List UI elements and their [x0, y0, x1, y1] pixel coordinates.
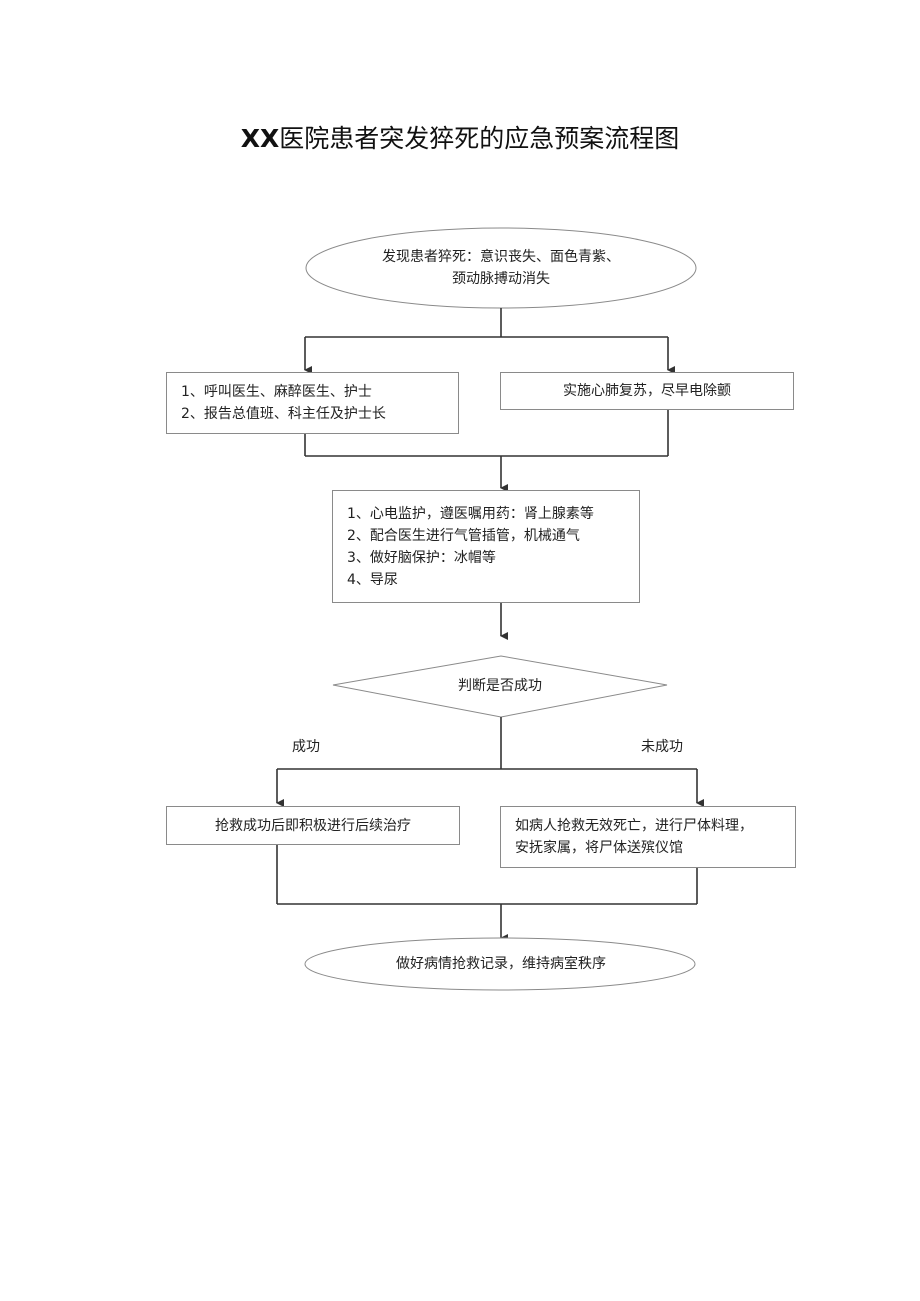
treatment-line-2: 2、配合医生进行气管插管，机械通气 — [347, 527, 580, 544]
failure-box: 如病人抢救无效死亡，进行尸体料理， 安抚家属，将尸体送殡仪馆 — [500, 806, 796, 868]
success-box: 抢救成功后即积极进行后续治疗 — [166, 806, 460, 845]
title-prefix: XX — [240, 124, 280, 153]
treatment-line-4: 4、导尿 — [347, 571, 398, 588]
page-title: XX医院患者突发猝死的应急预案流程图 — [0, 122, 920, 156]
call-help-line-2: 2、报告总值班、科主任及护士长 — [181, 406, 386, 422]
failure-line-2: 安抚家属，将尸体送殡仪馆 — [515, 840, 683, 856]
decision-text: 判断是否成功 — [458, 678, 542, 694]
end-node: 做好病情抢救记录，维持病室秩序 — [306, 952, 696, 976]
failure-line-1: 如病人抢救无效死亡，进行尸体料理， — [515, 818, 753, 834]
edge-label-failure: 未成功 — [641, 739, 683, 755]
cpr-box: 实施心肺复苏，尽早电除颤 — [500, 372, 794, 410]
call-help-line-1: 1、呼叫医生、麻醉医生、护士 — [181, 384, 372, 400]
success-line-1: 抢救成功后即积极进行后续治疗 — [215, 817, 411, 834]
title-text: 医院患者突发猝死的应急预案流程图 — [279, 124, 680, 153]
decision-diamond — [332, 655, 668, 718]
edge-label-success: 成功 — [292, 739, 320, 755]
treatment-line-1: 1、心电监护，遵医嘱用药：肾上腺素等 — [347, 505, 594, 522]
treatment-line-3: 3、做好脑保护：冰帽等 — [347, 549, 496, 566]
start-node: 发现患者猝死：意识丧失、面色青紫、 颈动脉搏动消失 — [306, 236, 696, 300]
end-line-1: 做好病情抢救记录，维持病室秩序 — [396, 956, 606, 972]
decision-node: 判断是否成功 — [400, 674, 600, 698]
call-help-box: 1、呼叫医生、麻醉医生、护士 2、报告总值班、科主任及护士长 — [166, 372, 459, 434]
start-node-line-1: 发现患者猝死：意识丧失、面色青紫、 — [382, 249, 620, 265]
start-node-line-2: 颈动脉搏动消失 — [452, 271, 550, 287]
cpr-line-1: 实施心肺复苏，尽早电除颤 — [563, 383, 731, 399]
end-ellipse — [304, 937, 696, 991]
treatment-box: 1、心电监护，遵医嘱用药：肾上腺素等 2、配合医生进行气管插管，机械通气 3、做… — [332, 490, 640, 603]
